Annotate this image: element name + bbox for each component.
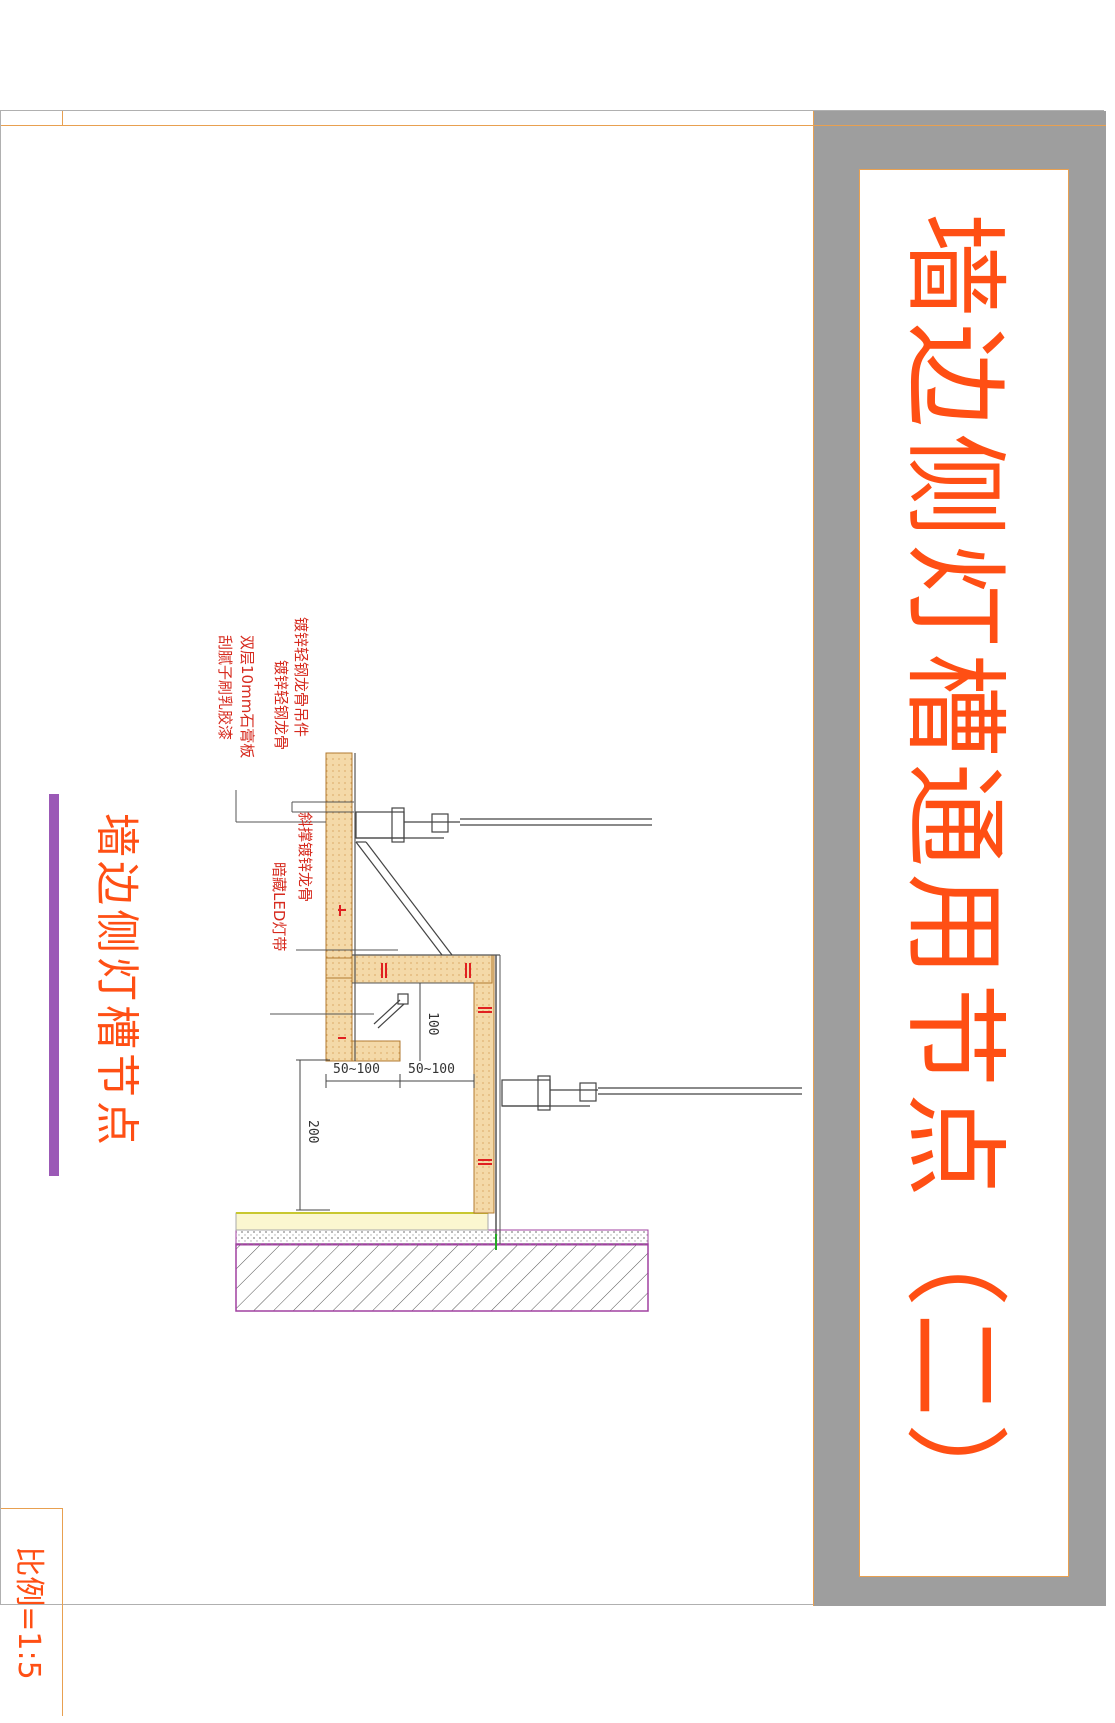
fasteners: [338, 905, 492, 1165]
drawing-sheet: 墙边侧灯槽通用节点（二） 墙边侧灯槽节点 比例=1:5: [0, 110, 1106, 1716]
cove-box: [325, 752, 500, 1062]
hanger-lower: [501, 1075, 802, 1111]
led-strip: [373, 993, 409, 1029]
dim-left-width: 50~100: [333, 1062, 380, 1077]
leader-lines: [235, 790, 398, 1015]
top-border-strip: [1, 111, 813, 126]
title-band-line: [814, 125, 1106, 126]
label-led-strip: 暗藏LED灯带: [270, 862, 288, 952]
dim-cove-height: 100: [425, 1012, 440, 1036]
label-hanger: 镀锌轻钢龙骨吊件: [292, 617, 310, 738]
hanger-upper: [355, 807, 652, 843]
title-band: 墙边侧灯槽通用节点（二）: [813, 111, 1106, 1606]
scale-box: 比例=1:5: [1, 1508, 63, 1716]
label-steel-keel: 镀锌轻钢龙骨: [272, 660, 290, 751]
label-gypsum-board: 双层10mm石膏板: [238, 635, 256, 759]
concrete-slab: [235, 1212, 649, 1312]
label-paint: 刮腻子刷乳胶漆: [216, 635, 234, 741]
dimension-lines: [296, 983, 475, 1211]
title-panel: 墙边侧灯槽通用节点（二）: [859, 169, 1069, 1577]
dim-drop-height: 200: [305, 1120, 320, 1144]
top-border-tick: [62, 111, 63, 125]
wall-board: [473, 954, 501, 1244]
diagonal-brace: [355, 841, 453, 956]
subtitle-accent-bar: [49, 794, 59, 1176]
dim-right-width: 50~100: [408, 1062, 455, 1077]
label-diagonal-brace: 斜撑镀锌龙骨: [296, 812, 314, 903]
